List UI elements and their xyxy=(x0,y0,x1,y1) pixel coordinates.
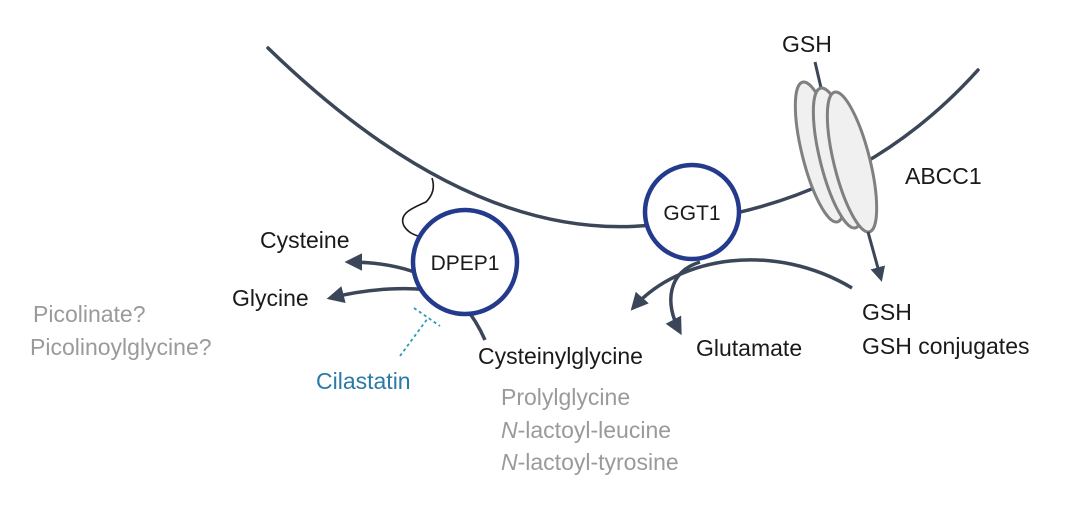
n-lactoyl-leucine-prefix: N xyxy=(501,417,518,443)
dpep1-label: DPEP1 xyxy=(431,252,500,275)
gsh-intracellular-label: GSH xyxy=(782,31,832,57)
abcc1-label: ABCC1 xyxy=(905,163,982,189)
abcc1-export-arrow xyxy=(866,231,886,282)
cilastatin-label: Cilastatin xyxy=(316,368,411,394)
n-lactoyl-tyrosine-label: N-lactoyl-tyrosine xyxy=(501,449,679,475)
picolinate-label: Picolinate? xyxy=(33,301,146,327)
glycine-label: Glycine xyxy=(232,285,309,311)
gsh-conjugates-label: GSH conjugates xyxy=(862,333,1029,359)
prolylglycine-label: Prolylglycine xyxy=(501,384,630,410)
abcc1-transporter xyxy=(793,80,879,234)
n-lactoyl-leucine-rest: -lactoyl-leucine xyxy=(518,417,671,443)
dpep1-enzyme xyxy=(410,207,520,317)
cilastatin-inhibition-line xyxy=(399,317,429,357)
dpep1-anchor xyxy=(401,177,435,237)
ggt1-enzyme xyxy=(642,162,742,262)
n-lactoyl-tyrosine-prefix: N xyxy=(501,449,518,475)
picolinoylglycine-label: Picolinoylglycine? xyxy=(30,334,212,360)
cilastatin-inhibition-bar xyxy=(413,307,441,327)
ggt1-label: GGT1 xyxy=(663,202,720,225)
n-lactoyl-tyrosine-rest: -lactoyl-tyrosine xyxy=(518,449,679,475)
gsh-extracellular-label: GSH xyxy=(862,299,912,325)
ggt1-to-cysteinylglycine-arrow xyxy=(630,258,853,311)
ggt1-to-glutamate-arrow xyxy=(665,260,701,336)
glutamate-label: Glutamate xyxy=(696,335,802,361)
n-lactoyl-leucine-label: N-lactoyl-leucine xyxy=(501,417,671,443)
cysteine-label: Cysteine xyxy=(260,227,349,253)
cysteinylglycine-label: Cysteinylglycine xyxy=(478,343,643,369)
